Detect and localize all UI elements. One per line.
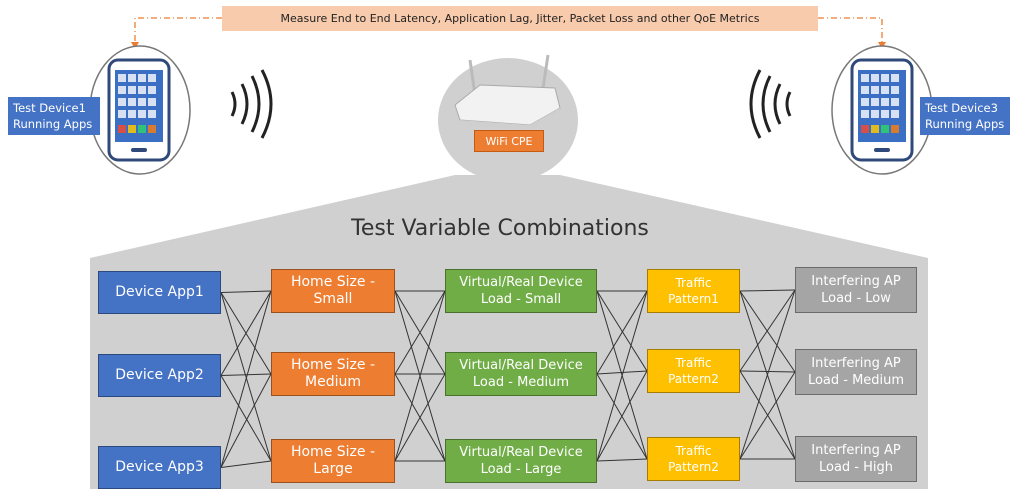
test-device3-icon (831, 45, 933, 175)
home-size-medium-box: Home Size -Medium (271, 352, 395, 396)
test-device3-label: Test Device3 Running Apps (920, 97, 1010, 135)
funnel-shape (90, 175, 928, 258)
device-app2-box: Device App2 (98, 354, 221, 397)
device-app1-box: Device App1 (98, 271, 221, 314)
connector-line (220, 375, 272, 462)
connector-line (596, 290, 648, 372)
connector-line (394, 290, 446, 375)
device-app3-box: Device App3 (98, 446, 221, 489)
connector-line (394, 373, 446, 462)
diagram-title: Test Variable Combinations (351, 216, 649, 241)
right-wifi-waves-icon (749, 69, 792, 139)
qoe-metrics-banner: Measure End to End Latency, Application … (222, 6, 818, 31)
connector-line (739, 370, 796, 373)
combination-connectors (220, 289, 796, 468)
router-icon (454, 54, 561, 130)
connector-line (220, 292, 272, 462)
connector-line (220, 290, 272, 376)
connector-line (739, 371, 796, 460)
home-size-small-box: Home Size -Small (271, 269, 395, 313)
connector-line (596, 290, 648, 375)
connector-line (739, 289, 796, 372)
connector-line (220, 460, 272, 468)
test-device1-icon (89, 45, 191, 175)
connector-line (596, 458, 648, 462)
test-device1-label: Test Device1 Running Apps (8, 97, 100, 135)
connector-line (596, 370, 648, 375)
connector-line (220, 290, 272, 468)
banner-connector (134, 17, 883, 44)
connector-line (220, 373, 272, 376)
connector-line (596, 290, 648, 462)
connector-line (739, 289, 796, 292)
connector-line (394, 290, 446, 462)
wifi-cpe-label: WiFi CPE (474, 130, 544, 152)
connector-line (596, 370, 648, 462)
left-arrowhead (131, 42, 139, 49)
home-size-large-box: Home Size -Large (271, 439, 395, 483)
connector-line (220, 290, 272, 293)
connector-line (739, 290, 796, 373)
connector-line (739, 289, 796, 460)
connector-line (220, 373, 272, 468)
left-wifi-waves-icon (230, 69, 273, 139)
